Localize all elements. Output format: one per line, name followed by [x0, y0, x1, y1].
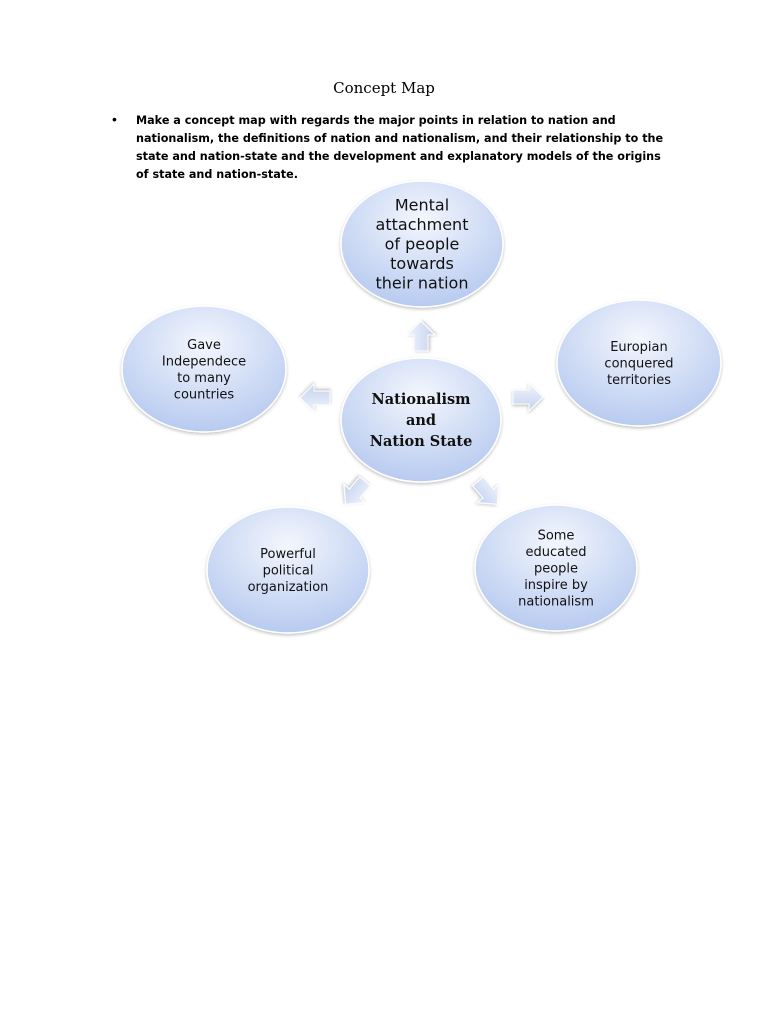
- concept-label-line: nationalism: [518, 595, 594, 610]
- concept-bubble: [474, 504, 638, 632]
- concept-label-line: inspire by: [524, 578, 588, 593]
- concept-bubble: [121, 305, 287, 433]
- concept-label-line: Nationalism: [372, 391, 472, 408]
- concept-label-line: Europian: [610, 340, 668, 355]
- instruction-text: Make a concept map with regards the majo…: [136, 114, 664, 181]
- arrow-to-right: [512, 381, 544, 413]
- concept-label-line: territories: [607, 373, 671, 388]
- concept-label-line: conquered: [604, 357, 673, 372]
- concept-bubble: [340, 357, 502, 483]
- concept-bubble: [340, 180, 504, 308]
- concept-label-line: Nation State: [370, 433, 473, 450]
- concept-label-line: their nation: [376, 274, 469, 293]
- concept-label-line: educated: [526, 545, 587, 560]
- concept-label-line: of people: [385, 235, 460, 254]
- arrow-to-top: [405, 320, 437, 352]
- concept-label-line: Independece: [162, 354, 246, 369]
- arrow-to-bottom-left: [343, 476, 372, 505]
- concept-label-line: towards: [390, 254, 454, 273]
- concept-label-line: Gave: [187, 338, 221, 353]
- concept-label-line: organization: [248, 580, 329, 595]
- bullet-marker: •: [112, 111, 117, 127]
- concept-label-line: countries: [174, 387, 235, 402]
- concept-label-line: people: [534, 562, 578, 577]
- concept-label-line: Some: [538, 529, 575, 544]
- concept-bubble: [556, 299, 722, 427]
- concept-label-line: attachment: [376, 215, 469, 234]
- page-title: Concept Map: [333, 79, 435, 97]
- concept-label-line: political: [263, 564, 314, 579]
- concept-label-line: Powerful: [260, 547, 316, 562]
- concept-label-line: and: [406, 412, 436, 429]
- concept-label-line: to many: [177, 371, 231, 386]
- concept-label-line: Mental: [395, 196, 449, 215]
- arrow-to-bottom-right: [471, 476, 500, 505]
- arrow-to-left: [299, 382, 331, 414]
- concept-bubble: [206, 506, 370, 634]
